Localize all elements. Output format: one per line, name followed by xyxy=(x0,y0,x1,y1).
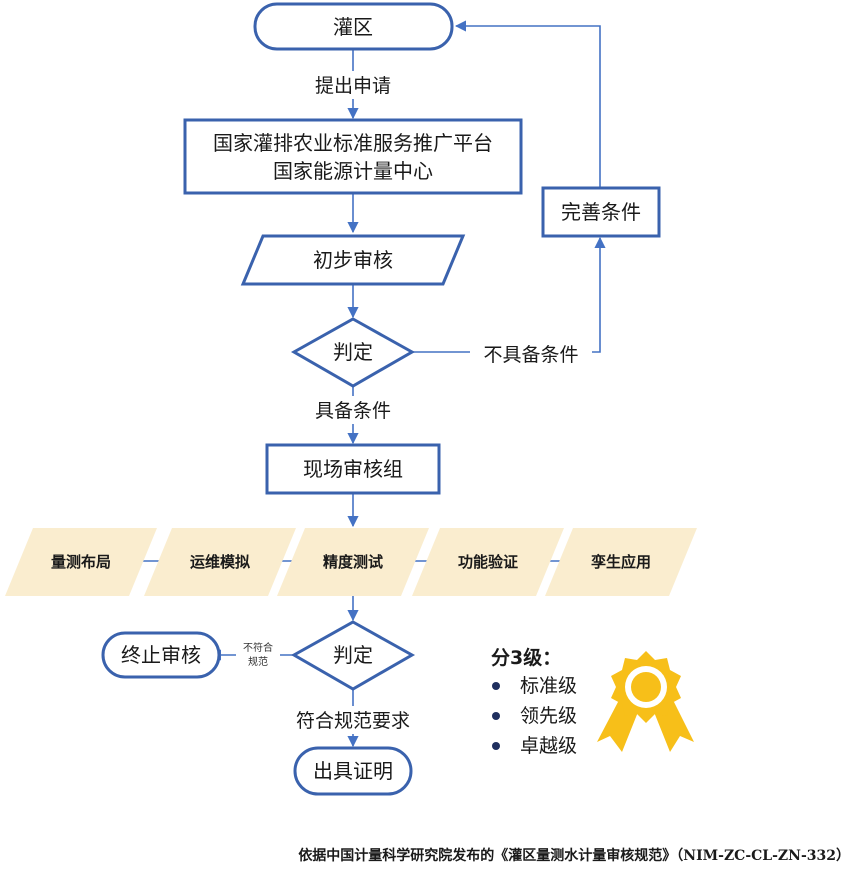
label-background xyxy=(282,706,424,734)
step-label: 功能验证 xyxy=(458,553,518,571)
connector-improve-to-start xyxy=(454,20,601,188)
edge-label-submit: 提出申请 xyxy=(315,75,391,97)
label-background xyxy=(300,71,406,99)
step-label: 精度测试 xyxy=(323,553,383,571)
step-strip: 量测布局 运维模拟 精度测试 功能验证 孪生应用 xyxy=(5,528,697,596)
bullet-icon xyxy=(492,742,500,750)
label-background xyxy=(304,396,402,424)
step-label: 量测布局 xyxy=(51,553,111,571)
platform-box xyxy=(183,118,523,195)
step-function-verification xyxy=(412,528,564,596)
terminate-label: 终止审核 xyxy=(121,643,201,667)
levels-title: 分3级： xyxy=(491,646,561,669)
step-twin-application xyxy=(545,528,697,596)
edge-label-compliant: 符合规范要求 xyxy=(296,710,410,732)
level-item: 标准级 xyxy=(520,675,577,697)
decision-label-2: 判定 xyxy=(333,643,373,667)
step-label: 孪生应用 xyxy=(591,553,651,571)
level-item: 领先级 xyxy=(520,705,577,727)
platform-label-line1: 国家灌排农业标准服务推广平台 xyxy=(213,131,493,155)
decision-diamond-2 xyxy=(290,620,416,691)
edge-label-non-compliant-line2: 规范 xyxy=(248,655,268,668)
footer-citation: 依据中国计量科学研究院发布的《灌区量测水计量审核规范》（NIM-ZC-CL-ZN… xyxy=(298,848,850,864)
certificate-label: 出具证明 xyxy=(313,759,393,783)
label-background xyxy=(470,339,592,367)
preliminary-review-label: 初步审核 xyxy=(313,248,393,272)
improve-conditions-box xyxy=(541,186,661,238)
edge-label-not-qualified: 不具备条件 xyxy=(483,344,578,366)
step-precision-test xyxy=(277,528,429,596)
label-background xyxy=(236,639,280,671)
terminate-terminator xyxy=(101,631,221,679)
step-label: 运维模拟 xyxy=(190,553,250,571)
level-item: 卓越级 xyxy=(520,735,577,757)
bullet-icon xyxy=(492,712,500,720)
improve-conditions-label: 完善条件 xyxy=(561,200,641,224)
decision-diamond-1 xyxy=(290,317,416,388)
platform-label-line2: 国家能源计量中心 xyxy=(273,159,433,183)
decision-label-1: 判定 xyxy=(333,340,373,364)
edge-label-qualified: 具备条件 xyxy=(315,400,391,422)
certificate-terminator xyxy=(293,746,413,796)
onsite-team-label: 现场审核组 xyxy=(303,457,403,481)
onsite-team-box xyxy=(265,443,441,495)
step-operation-simulation xyxy=(144,528,296,596)
edge-label-non-compliant-line1: 不符合 xyxy=(243,641,273,654)
medal-icon xyxy=(597,651,694,752)
start-terminator xyxy=(253,2,454,51)
step-measurement-layout xyxy=(5,528,157,596)
start-label: 灌区 xyxy=(333,15,373,39)
levels-panel: 分3级： 标准级 领先级 卓越级 xyxy=(491,646,577,757)
preliminary-review-box xyxy=(240,234,466,286)
bullet-icon xyxy=(492,682,500,690)
